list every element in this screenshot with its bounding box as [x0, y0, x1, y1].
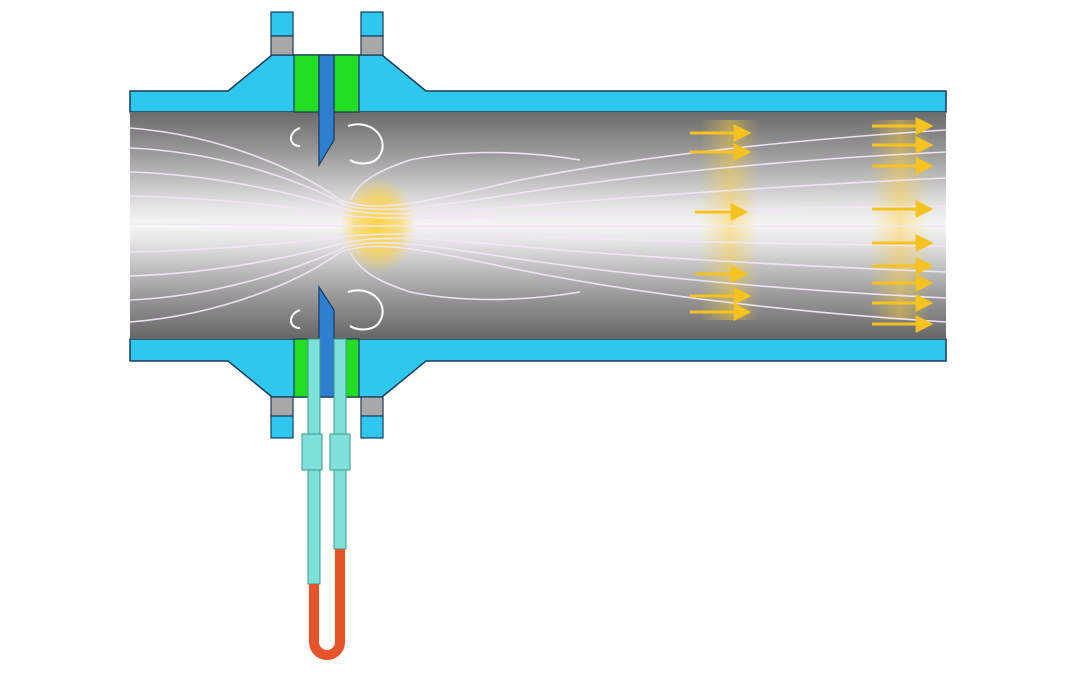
manometer-fitting-right — [329, 433, 351, 471]
flow-arrows — [690, 117, 934, 333]
bottom-pipe-wall — [129, 338, 947, 398]
vena-contracta-glow — [340, 177, 416, 273]
top-pipe-wall — [129, 54, 947, 113]
orifice-plate — [318, 54, 335, 398]
manometer-fitting-left — [301, 433, 323, 471]
manometer — [301, 338, 351, 660]
manometer-liquid — [309, 549, 345, 660]
flow-band-2 — [870, 120, 930, 320]
eddies — [290, 123, 384, 331]
top-flange-bolts — [270, 11, 384, 56]
streamlines — [129, 127, 947, 323]
flow-band-1 — [700, 120, 760, 320]
bottom-flange-bolts — [270, 396, 384, 439]
